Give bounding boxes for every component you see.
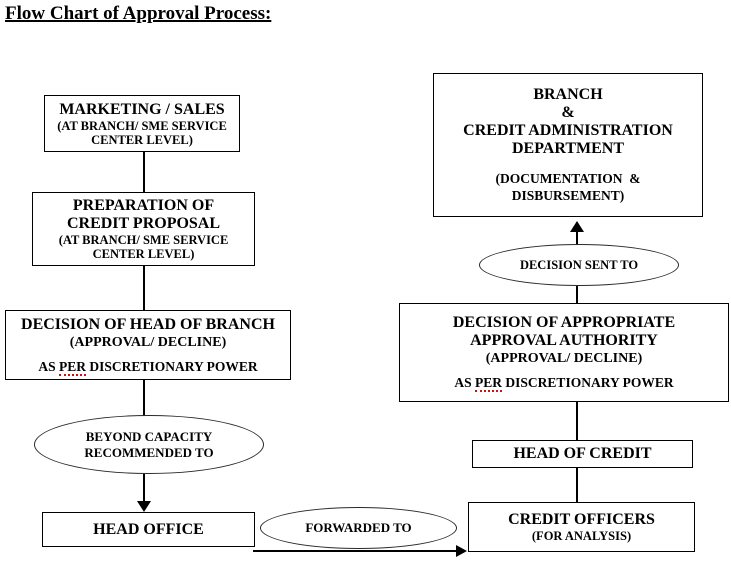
beyond-capacity-line2: RECOMMENDED TO <box>84 444 214 460</box>
decision-authority-subtitle: (APPROVAL/ DECLINE) <box>485 351 643 366</box>
decision-sent-to-ellipse: DECISION SENT TO <box>479 244 679 286</box>
marketing-sales-box: MARKETING / SALES (AT BRANCH/ SME SERVIC… <box>44 95 240 152</box>
connector-preparation-to-decision <box>143 266 145 310</box>
decision-branch-note: AS PER DISCRETIONARY POWER <box>38 358 258 376</box>
arrow-shaft-head-office-to-credit-officers <box>253 550 457 552</box>
branch-admin-line1: BRANCH <box>533 86 603 103</box>
decision-authority-note: AS PER DISCRETIONARY POWER <box>454 375 674 392</box>
beyond-capacity-line1: BEYOND CAPACITY <box>85 428 213 444</box>
decision-head-of-branch-box: DECISION OF HEAD OF BRANCH (APPROVAL/ DE… <box>5 310 291 380</box>
branch-admin-line3: CREDIT ADMINISTRATION <box>463 122 673 139</box>
preparation-box: PREPARATION OF CREDIT PROPOSAL (AT BRANC… <box>32 192 255 266</box>
arrow-shaft-to-head-office <box>143 474 145 502</box>
branch-admin-subline1: (DOCUMENTATION & <box>495 171 641 186</box>
preparation-subtitle: (AT BRANCH/ SME SERVICE <box>58 233 229 247</box>
decision-sent-to-label: DECISION SENT TO <box>519 258 639 272</box>
connector-authority-to-head-of-credit <box>576 402 578 440</box>
note-rest: DISCRETIONARY POWER <box>89 358 258 374</box>
head-of-credit-title: HEAD OF CREDIT <box>513 445 652 462</box>
decision-authority-title-line1: DECISION OF APPROPRIATE <box>452 314 676 331</box>
connector-marketing-to-preparation <box>143 152 145 192</box>
connector-sent-to-to-authority <box>576 286 578 303</box>
decision-branch-subtitle: (APPROVAL/ DECLINE) <box>69 334 227 350</box>
preparation-title-line2: CREDIT PROPOSAL <box>66 215 221 232</box>
note-word-per-spellcheck: PER <box>475 375 503 392</box>
connector-head-of-credit-to-officers <box>576 468 578 502</box>
note-word-per-spellcheck: PER <box>59 358 87 376</box>
arrow-shaft-decision-sent-to <box>576 231 578 245</box>
arrowhead-up-to-branch-admin <box>570 221 584 232</box>
branch-credit-admin-box: BRANCH & CREDIT ADMINISTRATION DEPARTMEN… <box>433 73 703 217</box>
decision-approval-authority-box: DECISION OF APPROPRIATE APPROVAL AUTHORI… <box>399 303 729 402</box>
forwarded-to-ellipse: FORWARDED TO <box>260 507 457 549</box>
note-word-as: AS <box>454 375 472 390</box>
head-office-box: HEAD OFFICE <box>42 512 255 547</box>
arrowhead-down-to-head-office <box>137 501 151 512</box>
beyond-capacity-ellipse: BEYOND CAPACITY RECOMMENDED TO <box>34 415 264 474</box>
head-of-credit-box: HEAD OF CREDIT <box>472 440 693 468</box>
decision-authority-title-line2: APPROVAL AUTHORITY <box>470 332 658 349</box>
preparation-subtitle2: CENTER LEVEL) <box>92 247 195 261</box>
marketing-sales-title: MARKETING / SALES <box>59 100 225 118</box>
credit-officers-title: CREDIT OFFICERS <box>508 511 655 528</box>
forwarded-to-label: FORWARDED TO <box>305 520 412 535</box>
decision-branch-title: DECISION OF HEAD OF BRANCH <box>21 315 275 333</box>
marketing-sales-subtitle: (AT BRANCH/ SME SERVICE <box>57 118 227 133</box>
credit-officers-box: CREDIT OFFICERS (FOR ANALYSIS) <box>468 502 695 552</box>
preparation-title-line1: PREPARATION OF <box>72 197 215 214</box>
arrowhead-right-to-credit-officers <box>456 545 467 557</box>
head-office-title: HEAD OFFICE <box>93 520 204 538</box>
connector-decision-to-beyond-capacity <box>143 380 145 416</box>
branch-admin-line4: DEPARTMENT <box>511 140 625 157</box>
branch-admin-subline2: DISBURSEMENT) <box>511 188 625 203</box>
credit-officers-subtitle: (FOR ANALYSIS) <box>531 529 632 543</box>
note-word-as: AS <box>38 358 56 374</box>
marketing-sales-subtitle2: CENTER LEVEL) <box>91 132 193 147</box>
page-title: Flow Chart of Approval Process: <box>5 3 272 24</box>
branch-admin-line2: & <box>561 104 575 121</box>
note-rest: DISCRETIONARY POWER <box>505 375 674 390</box>
